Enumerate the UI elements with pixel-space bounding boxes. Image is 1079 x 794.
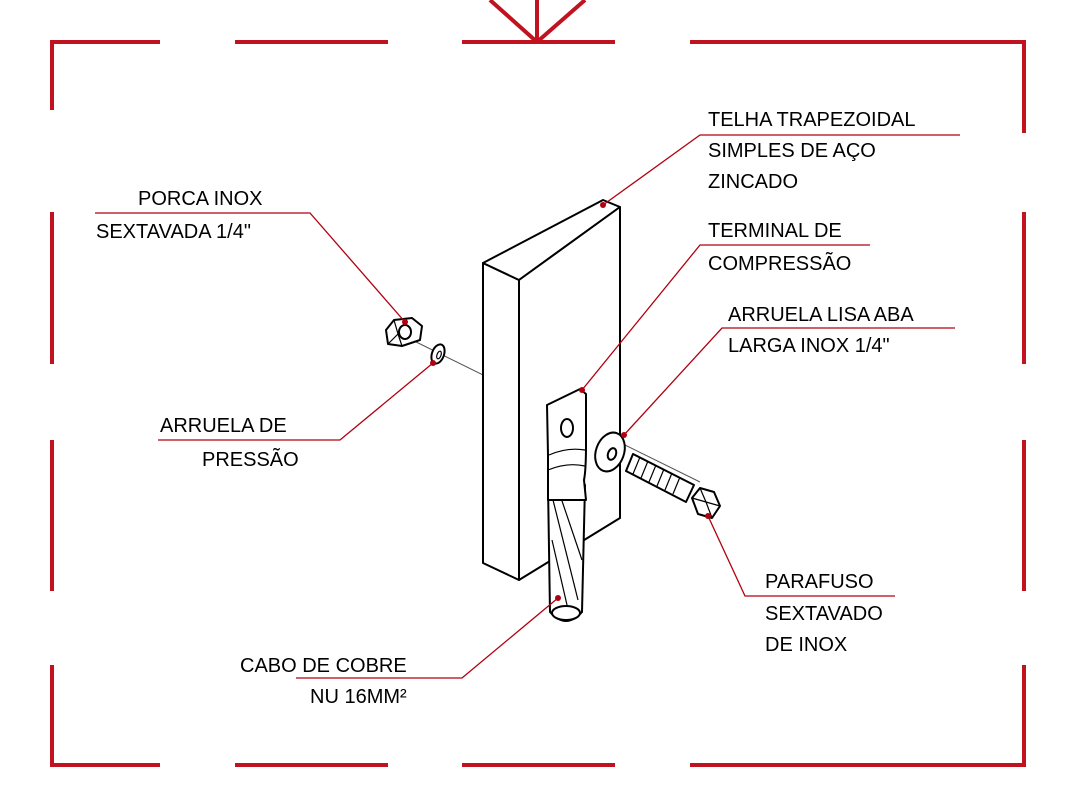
label-lock-washer-line1: ARRUELA DE <box>160 415 287 437</box>
label-bolt-line2: SEXTAVADO <box>765 603 883 625</box>
label-bolt-line3: DE INOX <box>765 634 847 656</box>
leader-lines <box>95 134 960 679</box>
label-flat-washer-line1: ARRUELA LISA ABA <box>728 304 914 326</box>
label-nut-line2: SEXTAVADA 1/4" <box>96 221 251 243</box>
compression-terminal <box>546 388 587 501</box>
label-nut-line1: PORCA INOX <box>138 188 262 210</box>
hex-bolt <box>625 453 721 519</box>
label-lock-washer-line2: PRESSÃO <box>202 447 299 471</box>
label-terminal-line1: TERMINAL DE <box>708 220 842 242</box>
label-cable-line1: CABO DE COBRE <box>240 655 407 677</box>
drawing-frame <box>50 0 1026 767</box>
label-flat-washer-line2: LARGA INOX 1/4" <box>728 335 890 357</box>
label-tile-line1: TELHA TRAPEZOIDAL <box>708 109 915 131</box>
label-tile-line3: ZINCADO <box>708 171 798 193</box>
label-bolt-line1: PARAFUSO <box>765 571 874 593</box>
label-tile-line2: SIMPLES DE AÇO <box>708 140 876 162</box>
lock-washer <box>430 343 446 365</box>
copper-cable <box>547 484 586 622</box>
label-cable-line2: NU 16MM² <box>310 686 407 708</box>
flat-washer <box>594 431 626 473</box>
hex-nut <box>385 317 423 347</box>
label-terminal-line2: COMPRESSÃO <box>708 251 851 275</box>
